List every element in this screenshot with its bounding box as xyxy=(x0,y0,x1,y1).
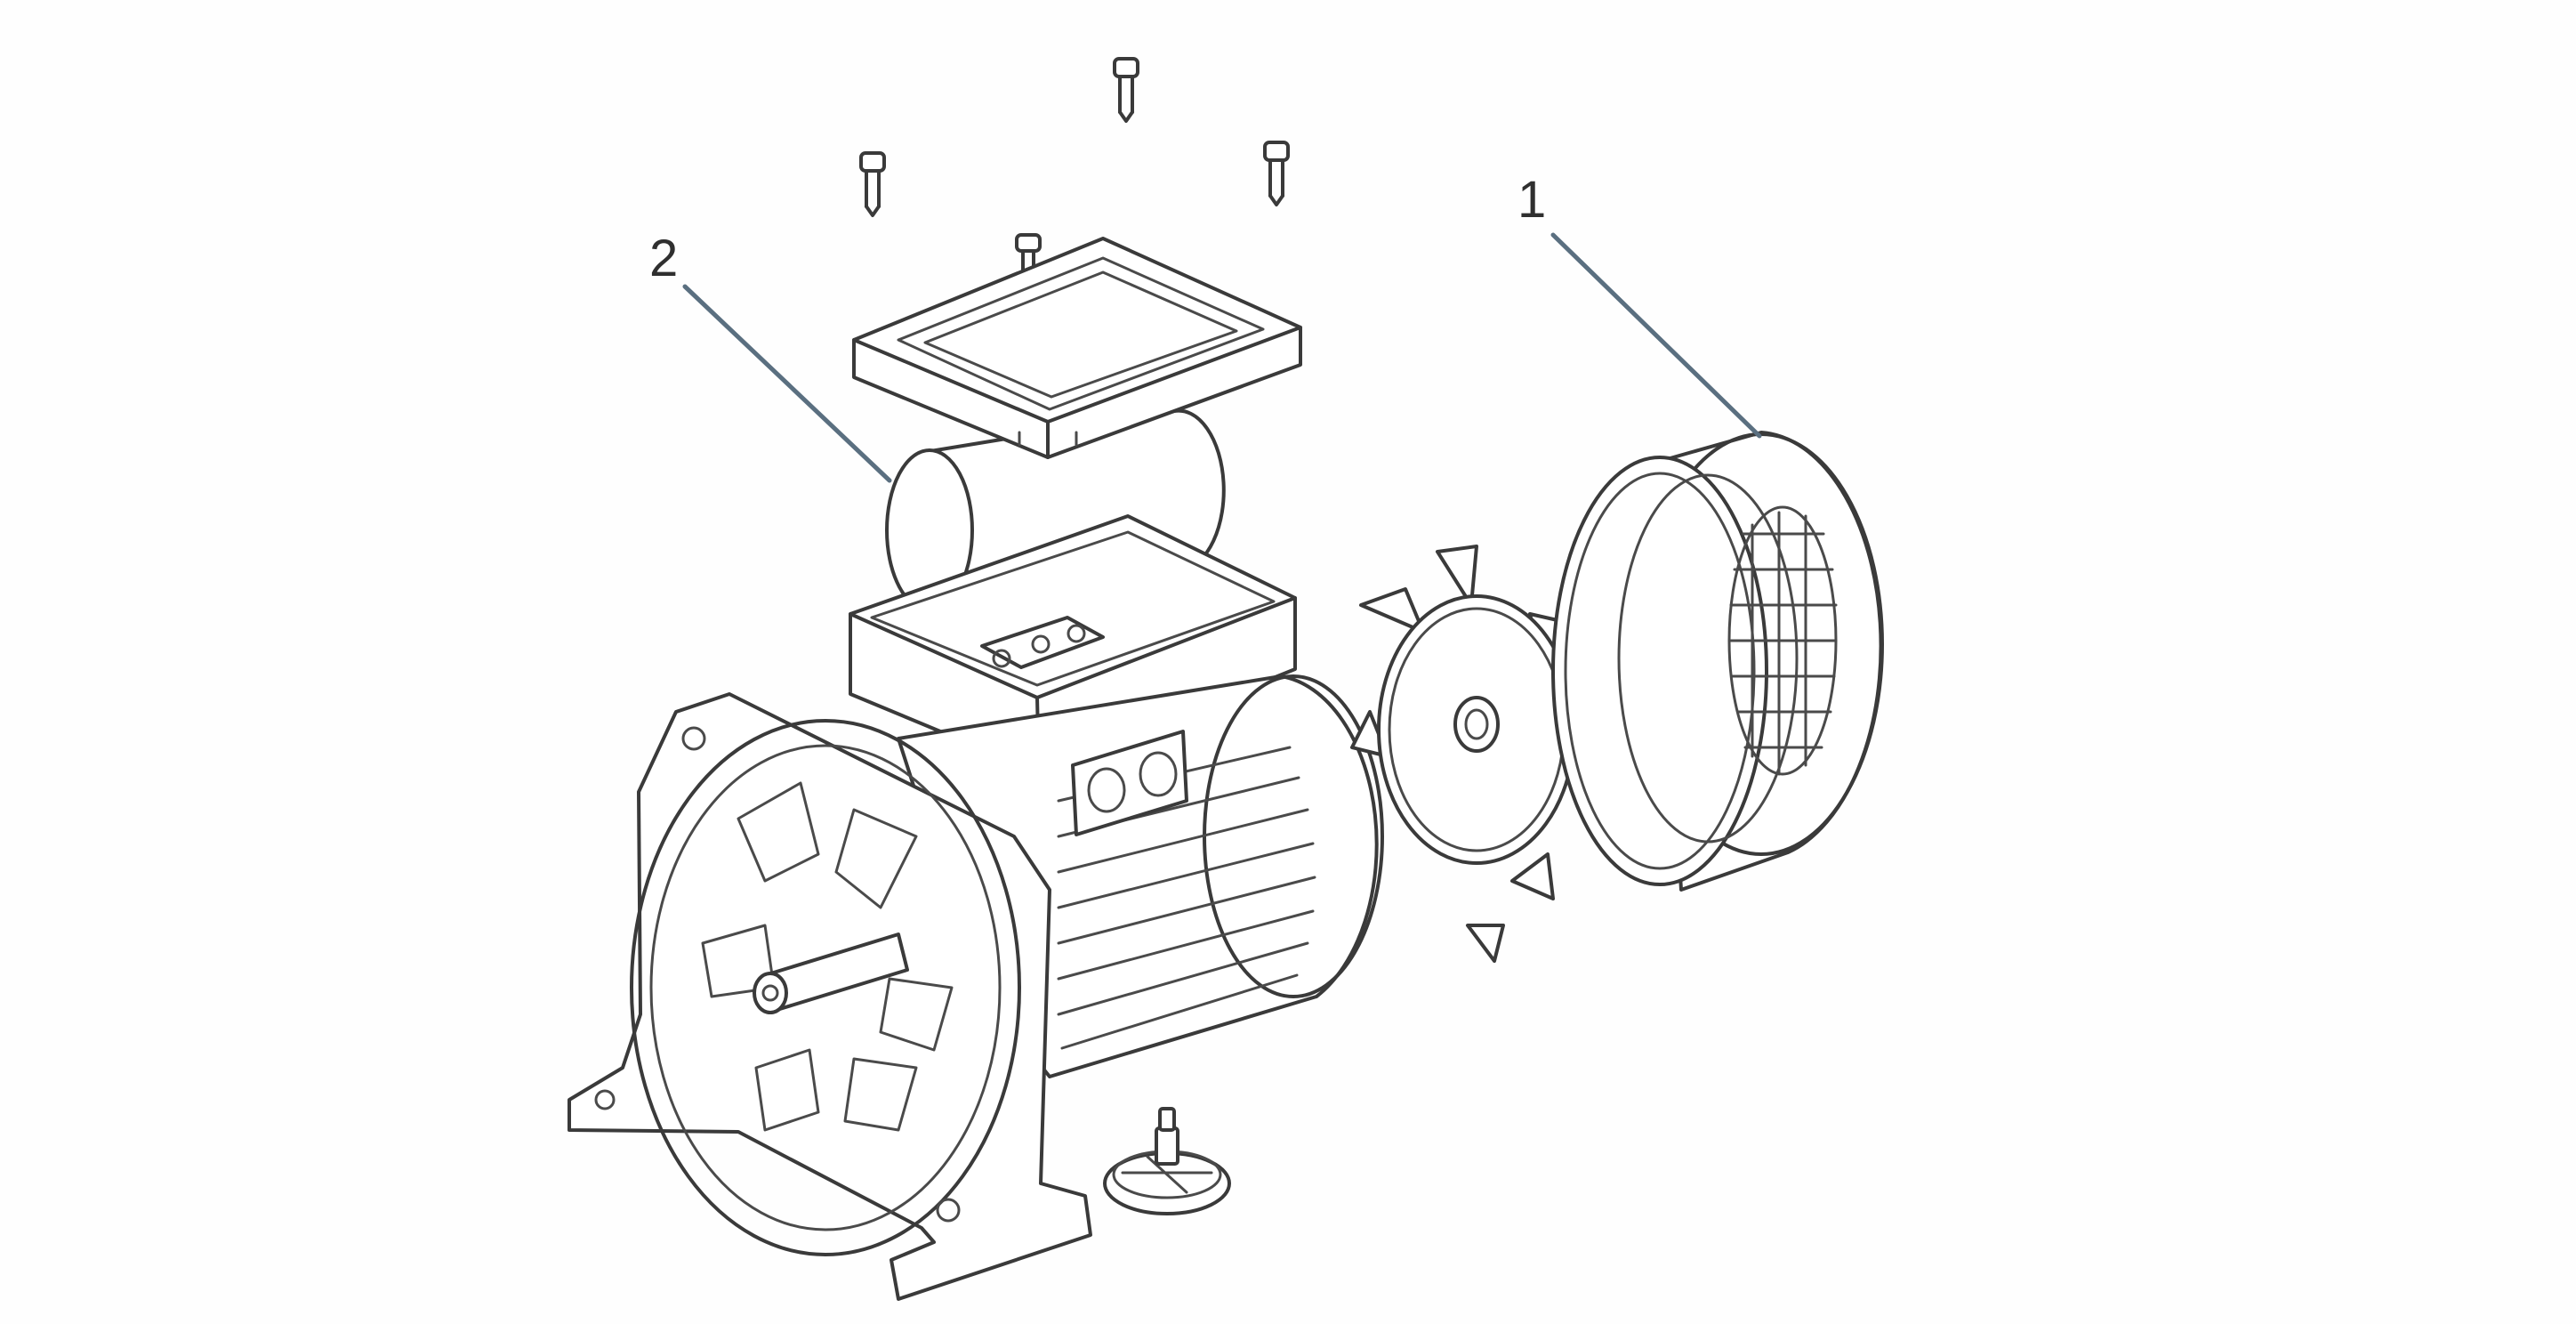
flange-vents xyxy=(701,781,954,1132)
cable-gland-plate xyxy=(1071,730,1188,836)
fan-cover-grille xyxy=(1727,505,1838,776)
screw-top-right xyxy=(1263,141,1290,206)
impeller-part xyxy=(1103,1107,1231,1215)
screw-top-left xyxy=(859,151,886,217)
leader-line-1 xyxy=(1550,232,1762,439)
screw-top-center xyxy=(1113,57,1139,123)
fan-cover xyxy=(1551,431,1884,892)
terminal-block xyxy=(980,616,1105,669)
front-flange xyxy=(568,692,1092,1301)
terminal-box-lid xyxy=(852,237,1302,459)
motor-shaft xyxy=(753,932,909,1014)
callout-label-1: 1 xyxy=(1517,171,1546,229)
leader-line-2 xyxy=(682,284,892,483)
callout-label-2: 2 xyxy=(649,230,678,287)
